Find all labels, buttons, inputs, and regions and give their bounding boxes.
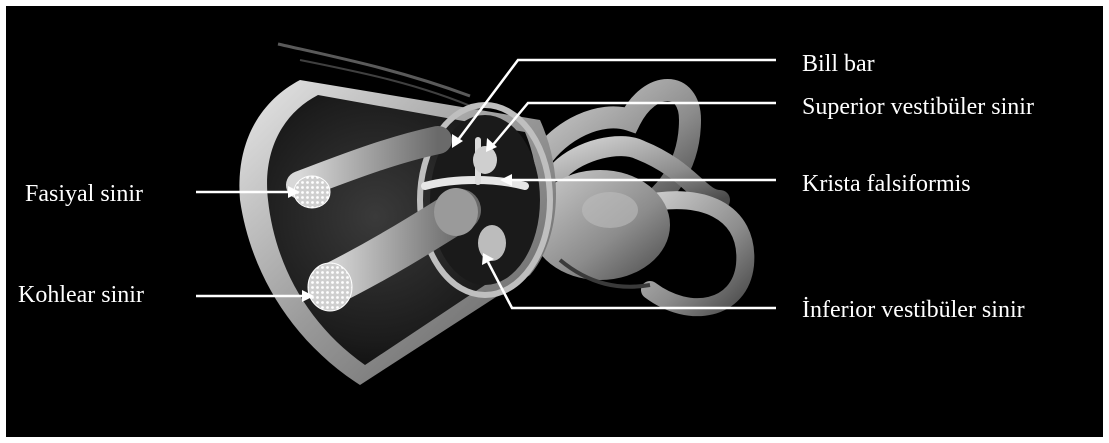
superior-vestibular-nerve xyxy=(473,146,497,174)
label-bill-bar: Bill bar xyxy=(802,52,875,76)
label-fasiyal-sinir: Fasiyal sinir xyxy=(25,182,143,206)
label-inferior-vestibuler-sinir: İnferior vestibüler sinir xyxy=(802,298,1025,322)
inferior-vestibular-nerve xyxy=(478,225,506,261)
label-krista-falsiformis: Krista falsiformis xyxy=(802,172,971,196)
labyrinth-drawing xyxy=(530,90,745,307)
label-kohlear-sinir: Kohlear sinir xyxy=(18,283,144,307)
label-superior-vestibuler-sinir: Superior vestibüler sinir xyxy=(802,95,1034,119)
